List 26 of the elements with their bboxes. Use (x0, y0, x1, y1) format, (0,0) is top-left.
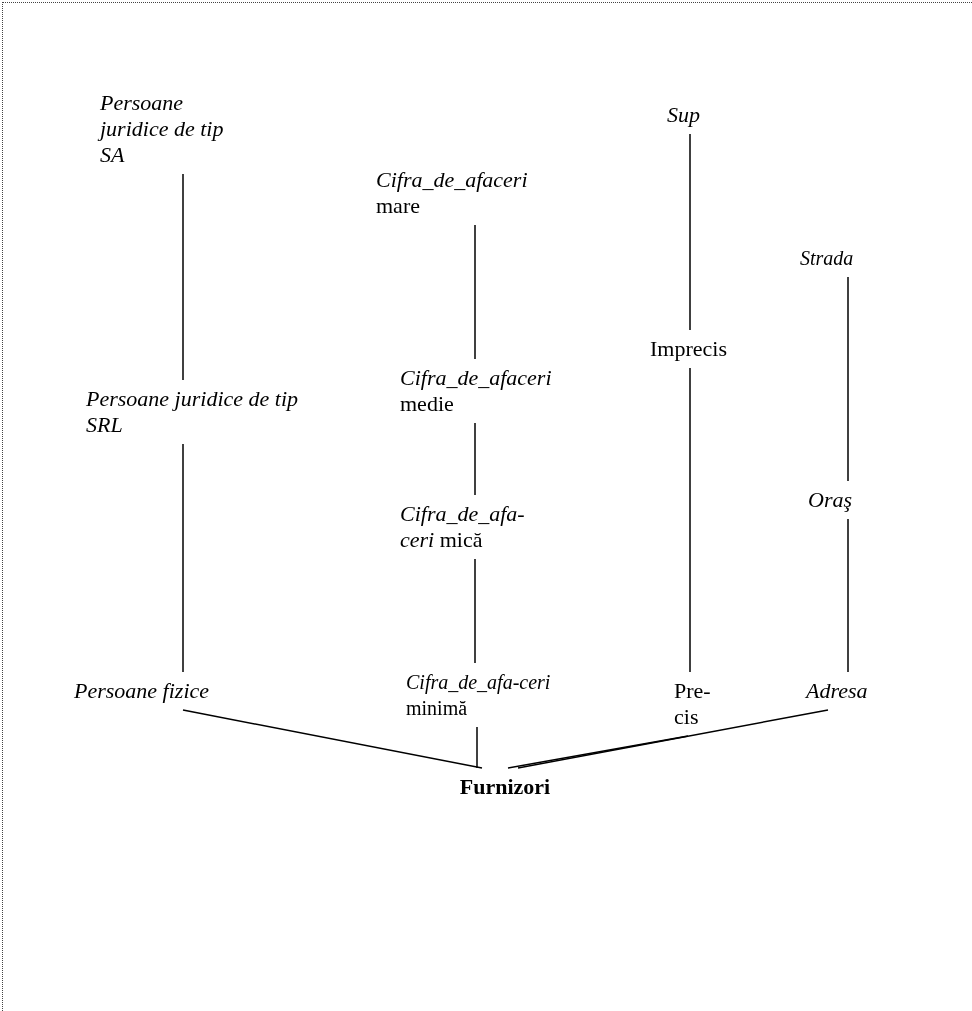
concept-label: Sup (667, 96, 717, 134)
connector-line (474, 422, 476, 496)
connector-line (476, 726, 478, 769)
concept-label: Persoane fizice (74, 672, 274, 710)
concept-label: Cifra_de_afa-ceri mică (400, 495, 542, 559)
connector-line (182, 173, 184, 381)
connector-line (507, 735, 689, 769)
connector-line (474, 224, 476, 360)
connector-line (689, 133, 691, 331)
concept-label: Cifra_de_afaceri medie (400, 359, 575, 423)
concept-label: Cifra_de_afa-ceri minimă (406, 663, 556, 727)
concept-label: Furnizori (440, 768, 570, 806)
concept-label: Persoane juridice de tip SRL (86, 380, 326, 444)
connector-line (847, 276, 849, 482)
connector-line (474, 558, 476, 664)
concept-label: Strada (800, 239, 870, 277)
connector-line (847, 518, 849, 673)
connector-line (689, 367, 691, 673)
concept-label: Oraş (808, 481, 868, 519)
concept-label: Cifra_de_afaceri mare (376, 161, 551, 225)
connector-line (517, 709, 829, 769)
concept-label: Pre-cis (674, 672, 720, 736)
concept-label: Adresa (806, 672, 886, 710)
connector-line (182, 443, 184, 673)
connector-line (182, 709, 483, 769)
concept-label: Imprecis (650, 330, 750, 368)
